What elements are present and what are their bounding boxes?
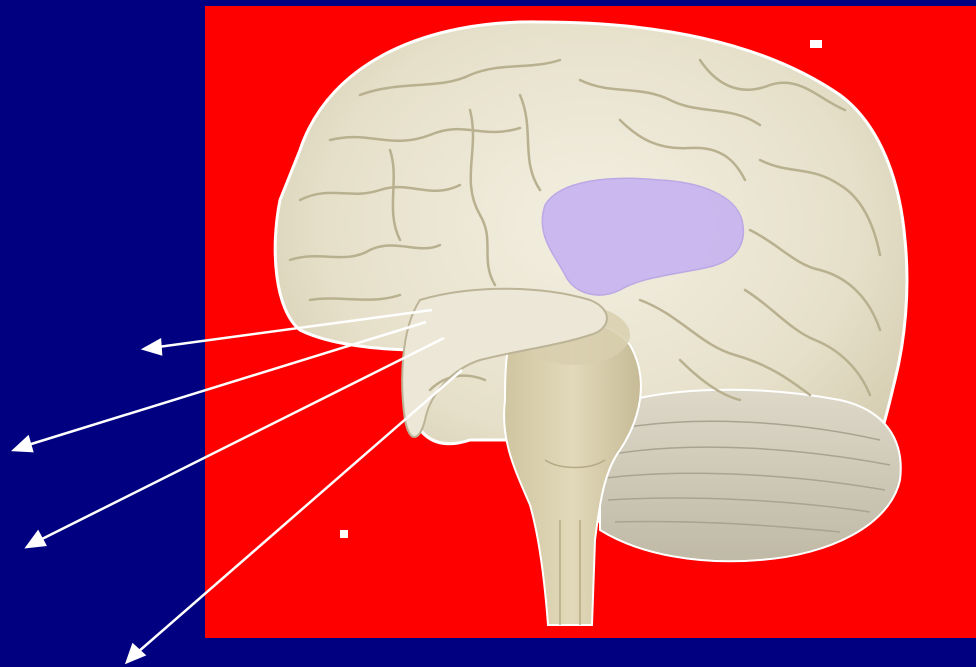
speck — [340, 530, 348, 538]
pointer-arrows — [14, 310, 462, 662]
arrow-2 — [14, 322, 426, 451]
speck — [810, 40, 822, 48]
arrow-3 — [27, 338, 444, 547]
